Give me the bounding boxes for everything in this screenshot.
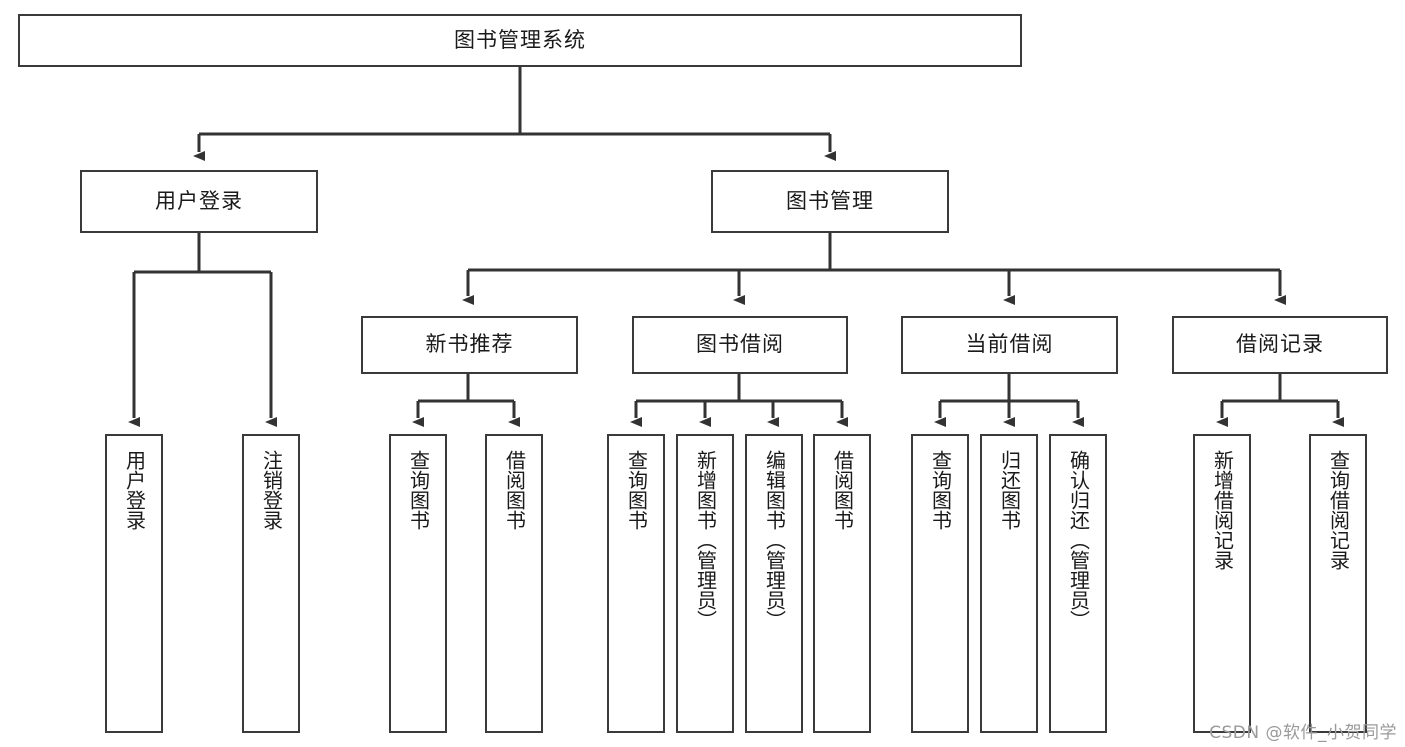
node-book-management[interactable]: 图书管理	[711, 170, 949, 233]
node-borrow-record[interactable]: 借阅记录	[1172, 316, 1388, 374]
node-leaf-edit-book-admin-label: 编辑图书（管理员）	[762, 450, 787, 630]
node-leaf-user-login[interactable]: 用户登录	[105, 434, 163, 733]
node-leaf-add-borrow-record-label: 新增借阅记录	[1210, 450, 1235, 570]
node-leaf-borrow-book-nb[interactable]: 借阅图书	[485, 434, 543, 733]
node-root-label: 图书管理系统	[454, 27, 586, 52]
node-borrow-record-label: 借阅记录	[1236, 332, 1324, 357]
node-leaf-query-book-nb[interactable]: 查询图书	[389, 434, 447, 733]
node-book-borrow-label: 图书借阅	[696, 332, 784, 357]
node-leaf-add-borrow-record[interactable]: 新增借阅记录	[1193, 434, 1251, 733]
node-leaf-query-borrow-record[interactable]: 查询借阅记录	[1309, 434, 1367, 733]
node-leaf-add-book-admin[interactable]: 新增图书（管理员）	[676, 434, 734, 733]
node-leaf-query-book-bb-label: 查询图书	[624, 450, 649, 530]
node-current-borrow-label: 当前借阅	[965, 332, 1054, 357]
node-book-borrow[interactable]: 图书借阅	[632, 316, 848, 374]
node-leaf-query-book-nb-label: 查询图书	[406, 450, 431, 530]
node-leaf-user-login-label: 用户登录	[122, 450, 147, 530]
node-leaf-return-book-label: 归还图书	[997, 450, 1022, 530]
node-book-management-label: 图书管理	[786, 188, 874, 213]
node-leaf-query-book-cb[interactable]: 查询图书	[911, 434, 969, 733]
node-leaf-confirm-return-admin[interactable]: 确认归还（管理员）	[1049, 434, 1107, 733]
node-leaf-borrow-book-nb-label: 借阅图书	[502, 450, 527, 530]
node-leaf-query-book-bb[interactable]: 查询图书	[607, 434, 665, 733]
node-leaf-edit-book-admin[interactable]: 编辑图书（管理员）	[745, 434, 803, 733]
node-leaf-borrow-book-bb[interactable]: 借阅图书	[813, 434, 871, 733]
node-current-borrow[interactable]: 当前借阅	[901, 316, 1118, 374]
node-new-book-recommend-label: 新书推荐	[425, 332, 514, 357]
node-leaf-logout-label: 注销登录	[259, 450, 284, 530]
node-leaf-add-book-admin-label: 新增图书（管理员）	[693, 450, 718, 630]
node-leaf-confirm-return-admin-label: 确认归还（管理员）	[1066, 450, 1091, 630]
node-root-book-management-system[interactable]: 图书管理系统	[18, 14, 1022, 67]
node-leaf-borrow-book-bb-label: 借阅图书	[830, 450, 855, 530]
node-user-login[interactable]: 用户登录	[80, 170, 318, 233]
node-leaf-query-book-cb-label: 查询图书	[928, 450, 953, 530]
csdn-watermark: CSDN @软件_小贺同学	[1209, 723, 1397, 743]
node-leaf-query-borrow-record-label: 查询借阅记录	[1326, 450, 1351, 570]
node-leaf-logout[interactable]: 注销登录	[242, 434, 300, 733]
node-new-book-recommend[interactable]: 新书推荐	[361, 316, 578, 374]
node-leaf-return-book[interactable]: 归还图书	[980, 434, 1038, 733]
node-user-login-label: 用户登录	[155, 188, 243, 213]
